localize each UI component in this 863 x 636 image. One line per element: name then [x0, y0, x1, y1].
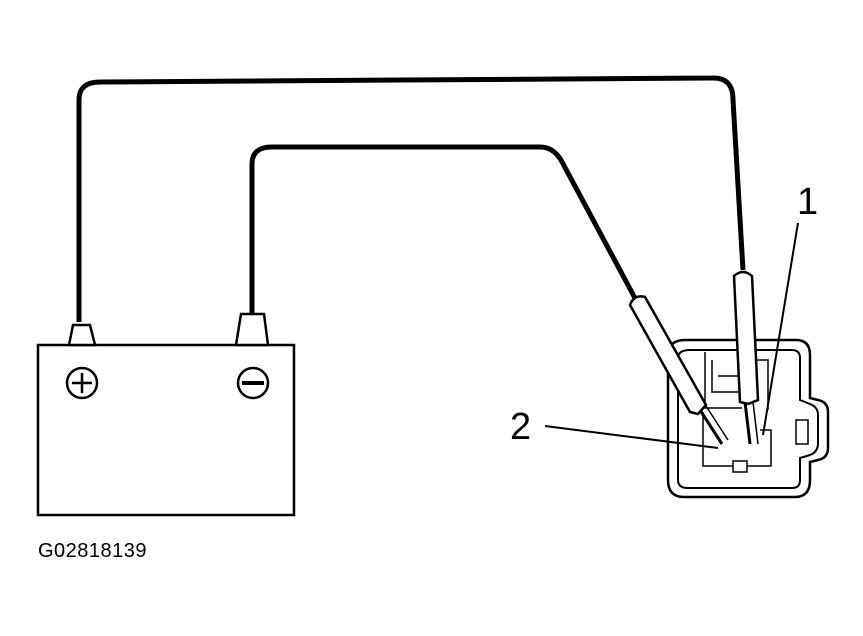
- leader-line-2: [544, 425, 719, 449]
- test-probe-1: [732, 270, 760, 445]
- connector-inner-housing: [677, 349, 819, 489]
- minus-terminal-icon: [236, 366, 270, 400]
- test-probe-2: [628, 295, 729, 445]
- callout-1-label: 1: [797, 181, 819, 223]
- battery: [36, 312, 296, 517]
- side-latch: [795, 419, 809, 445]
- terminal-pin: [732, 460, 748, 473]
- figure-id-label: G02818139: [38, 540, 148, 562]
- terminal-cavity: [702, 412, 772, 467]
- positive-lead-wire: [76, 75, 746, 322]
- leader-line-1: [762, 222, 799, 436]
- plus-terminal-icon: [65, 366, 99, 400]
- positive-terminal-post: [67, 323, 97, 347]
- negative-lead-wire: [249, 144, 639, 314]
- negative-terminal-post: [234, 312, 270, 347]
- callout-2-label: 2: [510, 406, 532, 448]
